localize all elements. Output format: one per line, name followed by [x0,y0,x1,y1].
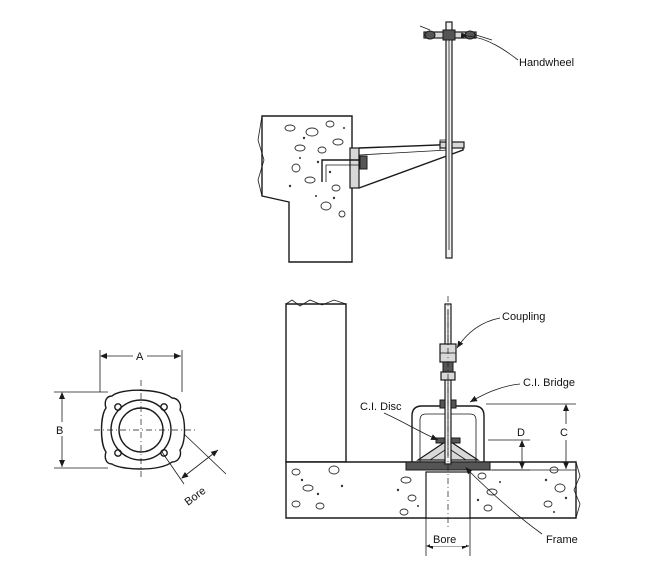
bore-plan-label: Bore [183,485,209,509]
dimension-a-label: A [136,351,144,363]
frame-plan-view: A B Bore [54,348,227,509]
upper-wall-bracket-view: Handwheel [257,21,574,263]
handwheel-leader [460,32,519,61]
handwheel [419,25,493,41]
bore-plan-dimension-line [181,449,219,479]
frame-leader [465,467,543,535]
slab-aggregate [291,465,568,516]
coupling-leader [456,317,501,349]
lower-vertical-wall [285,303,347,463]
lower-section-view: D C Bore Coupling C.I. Bridge C.I. Disc … [285,296,581,556]
coupling-label: Coupling [502,311,545,323]
bolt-hole [160,449,168,457]
dimension-b-label: B [56,425,63,437]
frame-bore-outer [110,399,172,461]
frame-flange-outline [100,389,186,470]
ci-bridge-label: C.I. Bridge [523,377,575,389]
ci-bridge-leader [469,383,521,403]
ci-disc-label: C.I. Disc [360,401,402,413]
handwheel-label: Handwheel [519,57,574,69]
bracket-wall-plate [349,147,360,189]
upper-concrete-wall [261,115,353,263]
anchor-bolt [321,159,362,182]
dimension-d-label: D [517,427,525,439]
bolt-hole [160,403,168,411]
bolt-hole [114,449,122,457]
dimension-c-label: C [560,427,568,439]
bolt-hole [114,403,122,411]
frame-bore-inner [118,407,164,453]
upper-wall-aggregate [284,120,346,218]
ci-disc-leader [383,412,439,441]
frame-label: Frame [546,534,578,546]
bore-section-label: Bore [433,534,456,546]
